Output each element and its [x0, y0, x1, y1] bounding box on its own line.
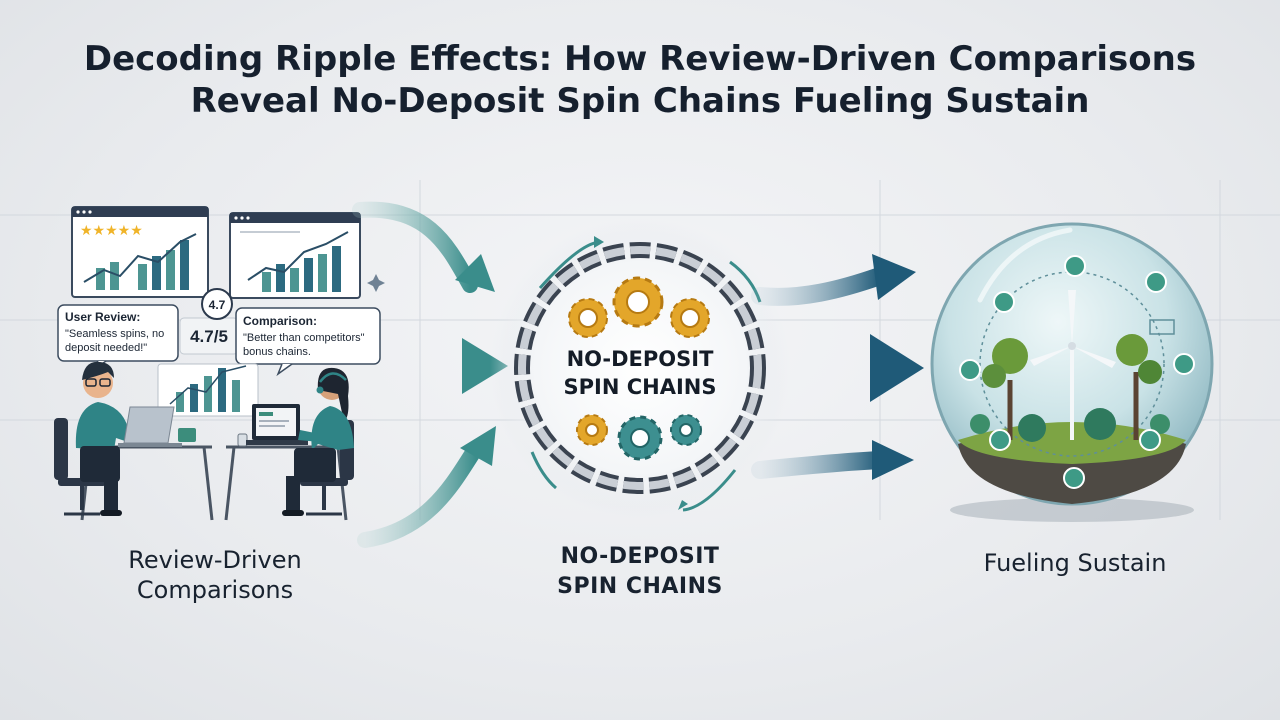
right-label-text: Fueling Sustain: [983, 549, 1167, 577]
right-stage-label: Fueling Sustain: [930, 548, 1220, 578]
gear-icon: [568, 298, 608, 338]
page-title: Decoding Ripple Effects: How Review-Driv…: [0, 38, 1280, 122]
title-line-1: Decoding Ripple Effects: How Review-Driv…: [83, 39, 1197, 79]
review-heading: User Review:: [65, 310, 140, 324]
arrow-left-to-center-middle: [340, 338, 508, 394]
dashboard-card-trend: [229, 212, 361, 299]
arrow-center-to-right-top: [751, 254, 916, 306]
chain-ring-icon: [514, 242, 766, 494]
center-stage-label: NO-DEPOSIT SPIN CHAINS: [520, 542, 760, 602]
review-text-line-1: "Seamless spins, no: [65, 328, 164, 340]
sustainability-globe: [930, 222, 1214, 522]
hub-text-line-1: NO-DEPOSIT: [567, 347, 714, 371]
gear-icon: [612, 276, 664, 328]
left-label-line-1: Review-Driven: [128, 546, 302, 574]
comparison-text-line-2: bonus chains.: [243, 346, 311, 358]
svg-text:★★★★★: ★★★★★: [80, 223, 143, 239]
person-right: [282, 367, 354, 516]
rating-badge-text: 4.7: [209, 298, 226, 312]
comparison-bubble: Comparison: "Better than competitors" bo…: [235, 307, 381, 377]
title-line-2: Reveal No-Deposit Spin Chains Fueling Su…: [190, 81, 1090, 121]
wind-turbine-icon: [1030, 290, 1116, 440]
review-text-line-2: deposit needed!": [65, 342, 147, 354]
center-label-line-2: SPIN CHAINS: [557, 574, 723, 599]
laptop-right-icon: [246, 404, 308, 445]
gear-icon: [670, 298, 710, 338]
rating-score: 4.7/5: [190, 327, 228, 346]
user-review-bubble: User Review: "Seamless spins, no deposit…: [57, 304, 179, 372]
rating-badge: 4.7: [201, 288, 233, 320]
cycle-arrow-left-icon: [530, 451, 557, 490]
mug-icon: [237, 433, 248, 447]
dashboard-card-ratings: ★★★★★: [71, 206, 209, 298]
left-stage-label: Review-Driven Comparisons: [80, 545, 350, 605]
tree-icon: [1116, 334, 1162, 440]
solar-panel-icon: [1149, 319, 1175, 335]
bush-icon: [970, 408, 1170, 442]
center-label-line-1: NO-DEPOSIT: [560, 544, 720, 569]
comparison-text-line-1: "Better than competitors": [243, 332, 365, 344]
globe-highlight: [977, 227, 1073, 303]
dashboard-card-small: [157, 363, 259, 417]
gear-icon: [670, 414, 702, 446]
cycle-arrow-bottom-icon: [682, 469, 737, 512]
hub-text-line-2: SPIN CHAINS: [564, 375, 717, 399]
sparkle-icon: [367, 274, 385, 292]
eco-node-icon: [959, 255, 1195, 489]
laptop-left-icon: [118, 406, 182, 447]
arrow-left-to-center-bottom: [357, 426, 496, 548]
spin-chain-hub: NO-DEPOSIT SPIN CHAINS: [490, 218, 790, 518]
left-label-line-2: Comparisons: [136, 576, 294, 604]
star-rating-icon: ★★★★★: [80, 223, 143, 239]
arrow-center-to-right-bottom: [751, 440, 914, 480]
gear-icon: [576, 414, 608, 446]
arrow-center-to-right-middle: [766, 334, 924, 402]
rating-score-box: 4.7/5: [179, 317, 239, 355]
tree-icon: [982, 338, 1028, 440]
phone-icon: [178, 428, 196, 442]
gear-icon: [617, 415, 663, 461]
comparison-heading: Comparison:: [243, 314, 317, 328]
arrow-left-to-center-top: [352, 201, 495, 293]
